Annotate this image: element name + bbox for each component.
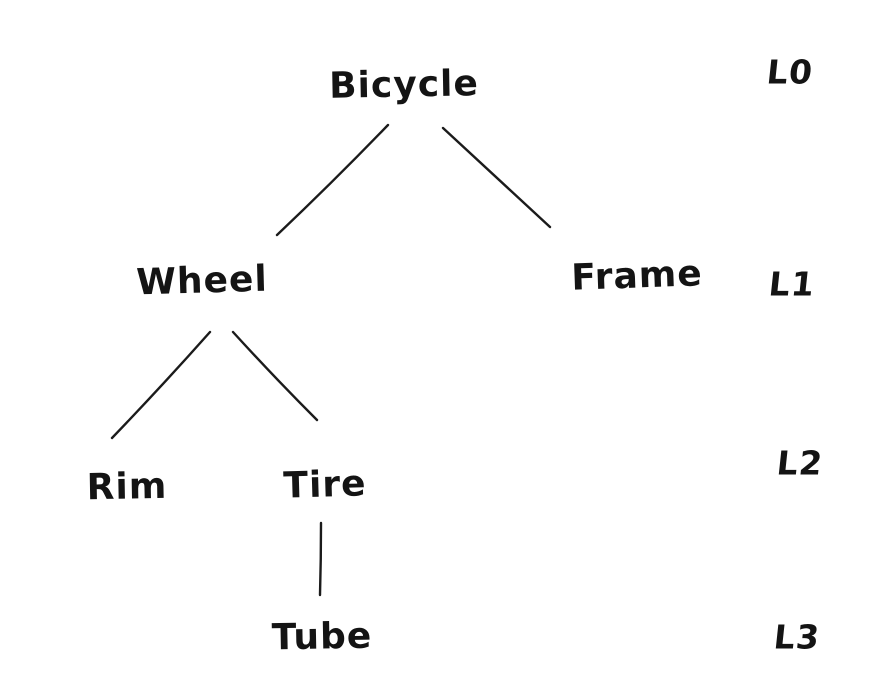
edge-bicycle-wheel xyxy=(275,123,390,237)
edge-wheel-rim xyxy=(110,330,212,440)
level-label-l0: L0 xyxy=(764,52,816,92)
level-label-l2: L2 xyxy=(774,443,826,483)
node-tube: Tube xyxy=(271,615,373,659)
level-label-l3: L3 xyxy=(771,617,823,657)
edge-tire-tube xyxy=(318,521,323,597)
edge-bicycle-frame xyxy=(441,126,552,229)
edge-wheel-tire xyxy=(231,330,319,422)
node-tire: Tire xyxy=(282,463,368,507)
node-frame: Frame xyxy=(570,253,704,299)
node-wheel: Wheel xyxy=(135,258,269,304)
level-label-l1: L1 xyxy=(766,264,818,304)
node-rim: Rim xyxy=(86,465,168,509)
node-bicycle: Bicycle xyxy=(328,63,480,107)
